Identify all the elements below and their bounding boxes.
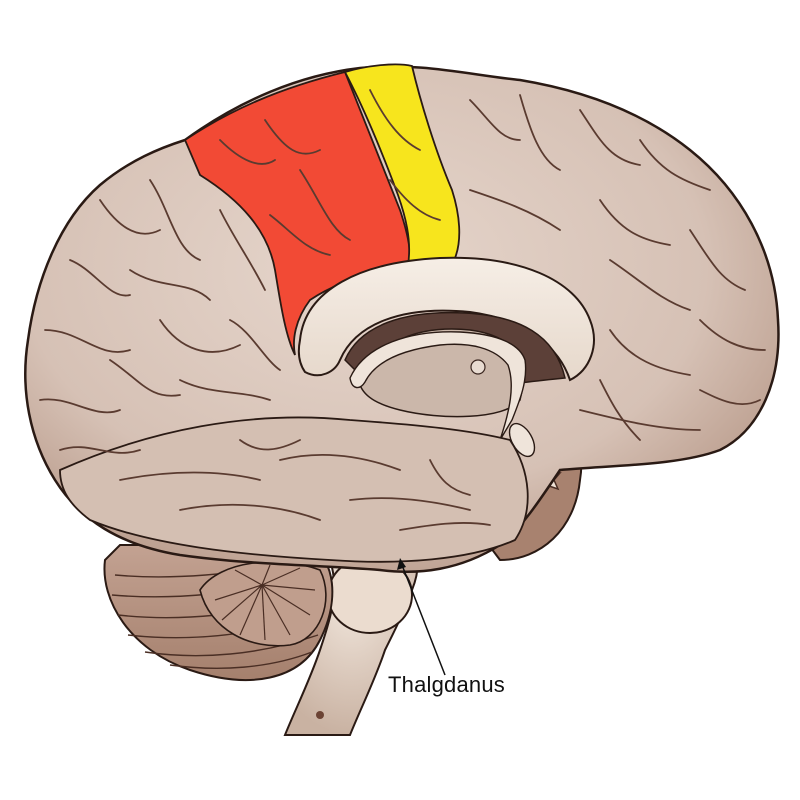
fornix bbox=[349, 331, 527, 441]
thalamus-dot-icon bbox=[470, 359, 486, 375]
label-pointer bbox=[397, 558, 446, 676]
structure-label: Thalgdanus bbox=[388, 672, 505, 697]
sulci bbox=[39, 89, 766, 531]
cerebrum bbox=[24, 63, 780, 573]
arrowhead-icon bbox=[397, 558, 406, 570]
corpus-callosum bbox=[297, 256, 595, 382]
brainstem-dot-icon bbox=[316, 711, 324, 719]
cerebellum bbox=[103, 544, 334, 681]
brainstem bbox=[283, 538, 419, 736]
